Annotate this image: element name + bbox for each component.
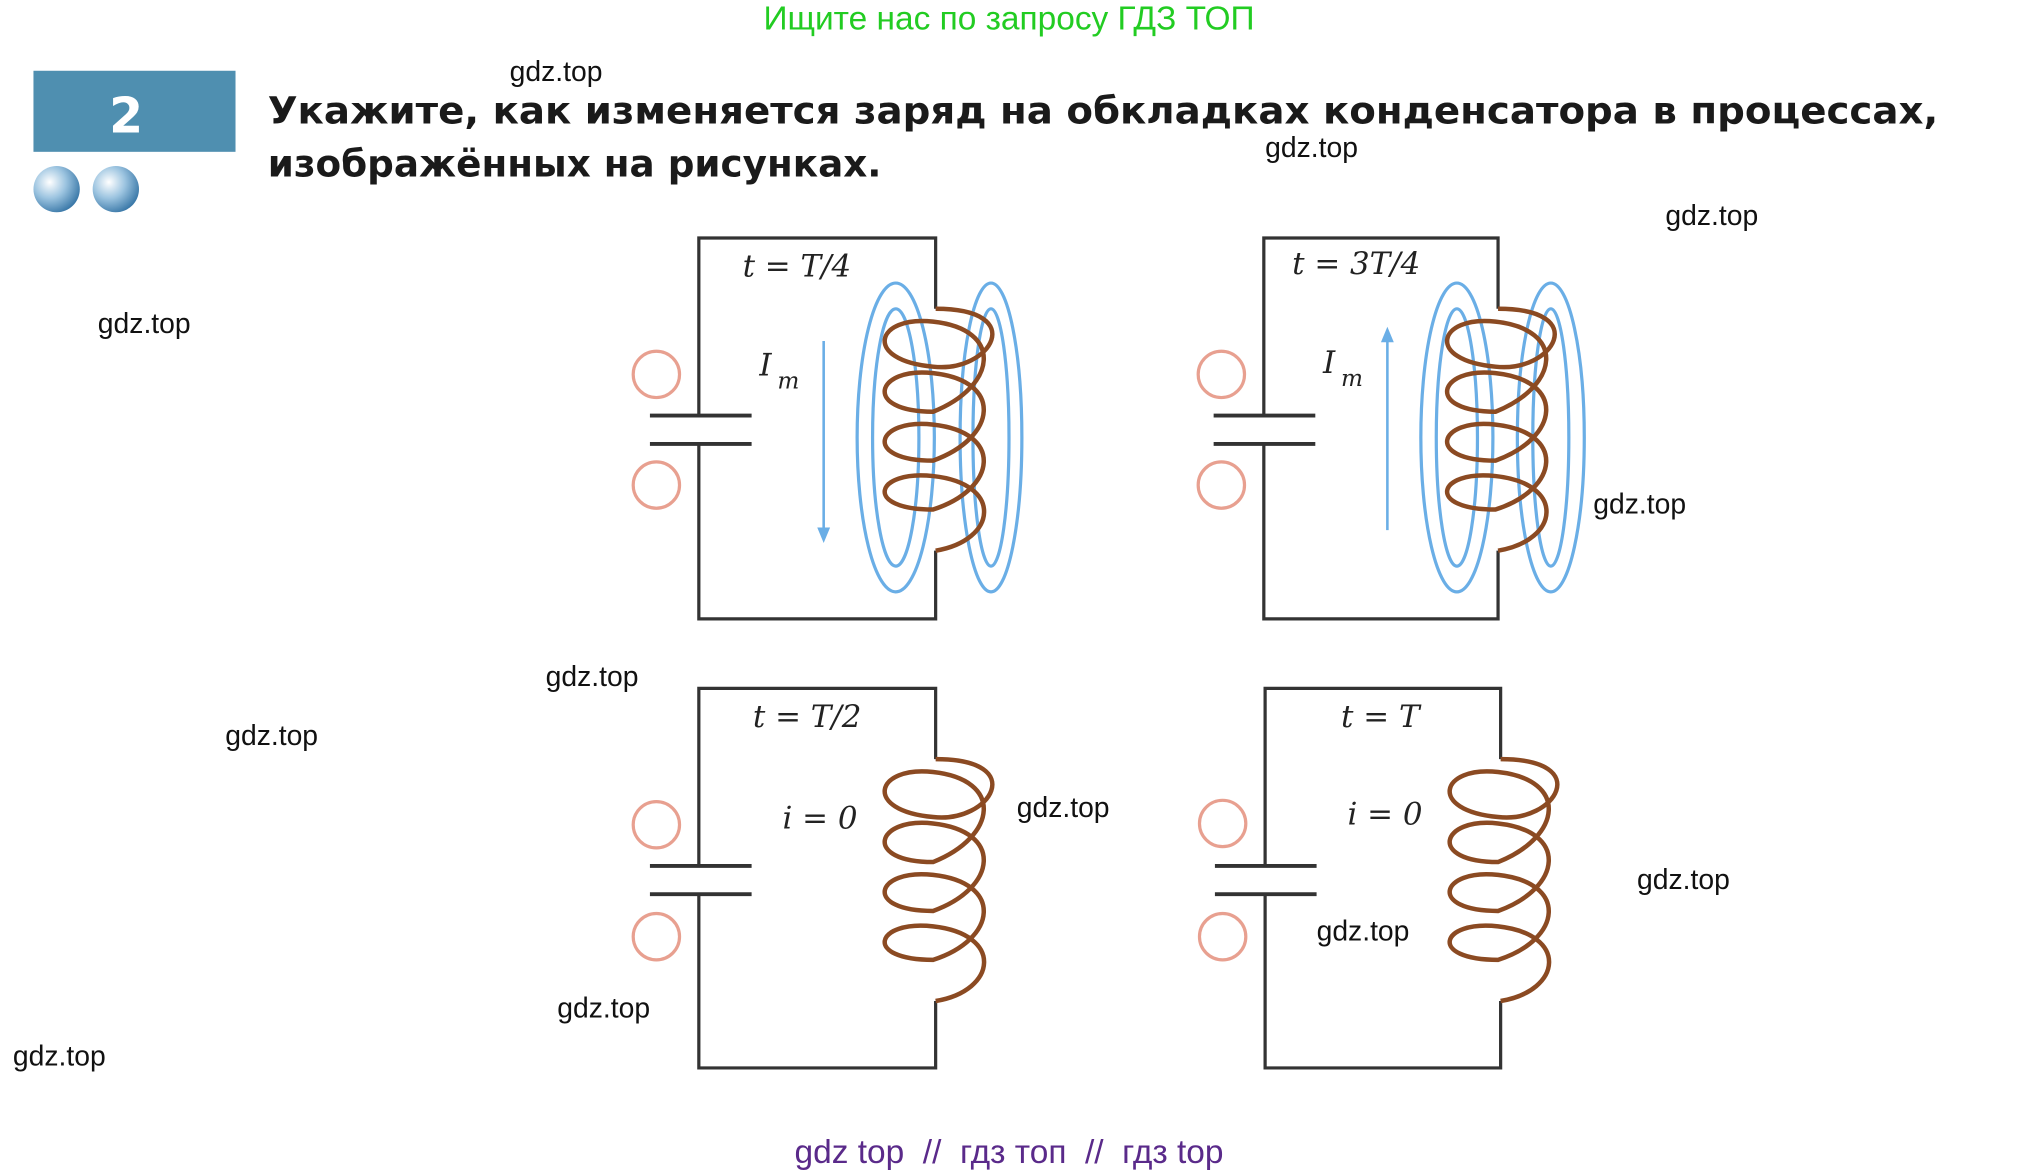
watermark: gdz.top bbox=[1593, 487, 1686, 519]
figure-t-three-quarter: t = 3T/4 I m bbox=[1196, 236, 1586, 621]
task-text-line2: изображённых на рисунках. bbox=[268, 141, 882, 185]
figure-t-full: t = T i = 0 bbox=[1197, 686, 1557, 1070]
watermark: gdz.top bbox=[13, 1039, 106, 1071]
current-subscript: m bbox=[1341, 366, 1363, 392]
task-number: 2 bbox=[109, 88, 143, 145]
current-subscript: m bbox=[777, 369, 799, 395]
figure-t-quarter: t = T/4 I m bbox=[631, 236, 1024, 621]
watermark: gdz.top bbox=[225, 719, 318, 751]
watermark: gdz.top bbox=[510, 55, 603, 87]
watermark: gdz.top bbox=[546, 660, 639, 692]
current-label: i = 0 bbox=[1347, 797, 1422, 833]
current-label: i = 0 bbox=[782, 801, 857, 837]
time-label: t = T bbox=[1341, 699, 1422, 735]
task-number-box bbox=[33, 70, 236, 152]
time-label: t = T/2 bbox=[753, 699, 862, 735]
difficulty-dot-icon bbox=[33, 165, 80, 213]
watermark: gdz.top bbox=[1265, 131, 1358, 163]
difficulty-dot-icon bbox=[92, 165, 139, 213]
watermark: gdz.top bbox=[98, 307, 191, 339]
task-text-line1: Укажите, как изменяется заряд на обкладк… bbox=[268, 89, 1939, 133]
figure-t-half: t = T/2 i = 0 bbox=[631, 686, 992, 1070]
current-label: I bbox=[1322, 345, 1336, 381]
current-label: I bbox=[758, 348, 772, 384]
watermark: gdz.top bbox=[1017, 791, 1110, 823]
watermark: gdz.top bbox=[1637, 863, 1730, 895]
watermark: gdz.top bbox=[1317, 915, 1410, 947]
time-label: t = 3T/4 bbox=[1292, 246, 1420, 282]
watermark: gdz.top bbox=[1665, 199, 1758, 231]
footer-watermark: gdz top // гдз топ // гдз top bbox=[794, 1134, 1223, 1171]
search-banner: Ищите нас по запросу ГДЗ ТОП bbox=[763, 1, 1254, 38]
watermark: gdz.top bbox=[557, 992, 650, 1024]
time-label: t = T/4 bbox=[743, 249, 852, 285]
